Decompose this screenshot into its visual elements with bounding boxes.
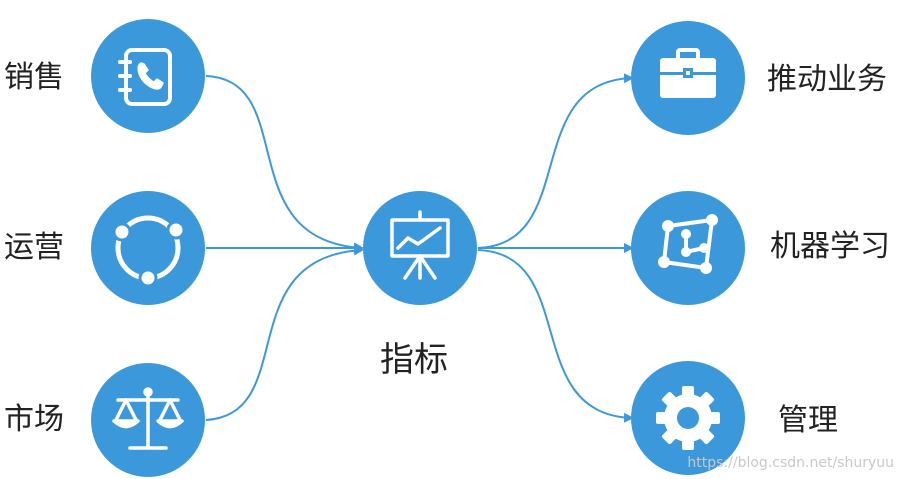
output-label-management: 管理 — [778, 403, 838, 438]
node-metrics — [363, 191, 477, 305]
network-nodes-icon — [658, 214, 718, 274]
node-ml — [631, 191, 745, 305]
connector-sales-to-metrics — [205, 75, 364, 253]
address-book-phone-icon — [118, 48, 172, 106]
node-business — [631, 21, 745, 135]
connector-metrics-to-management — [477, 249, 634, 423]
node-management — [631, 361, 745, 475]
watermark-url: https://blog.csdn.net/shuryuu — [687, 455, 894, 471]
input-label-sales: 销售 — [4, 60, 64, 95]
connectors-out — [477, 73, 634, 423]
gear-icon — [656, 386, 720, 450]
output-label-ml: 机器学习 — [770, 229, 890, 264]
input-label-operations: 运营 — [4, 230, 64, 265]
node-market — [91, 363, 205, 477]
briefcase-icon — [660, 48, 716, 98]
center-label-metrics: 指标 — [380, 340, 448, 380]
node-operations — [91, 191, 205, 305]
output-label-business: 推动业务 — [767, 62, 887, 97]
presentation-chart-icon — [390, 210, 450, 280]
connector-metrics-to-business — [477, 73, 634, 249]
connector-market-to-metrics — [205, 245, 364, 421]
balance-scale-icon — [112, 387, 184, 450]
node-sales — [91, 19, 205, 133]
input-label-market: 市场 — [4, 402, 64, 437]
cycle-icon — [112, 215, 186, 288]
connectors-in — [205, 75, 364, 421]
